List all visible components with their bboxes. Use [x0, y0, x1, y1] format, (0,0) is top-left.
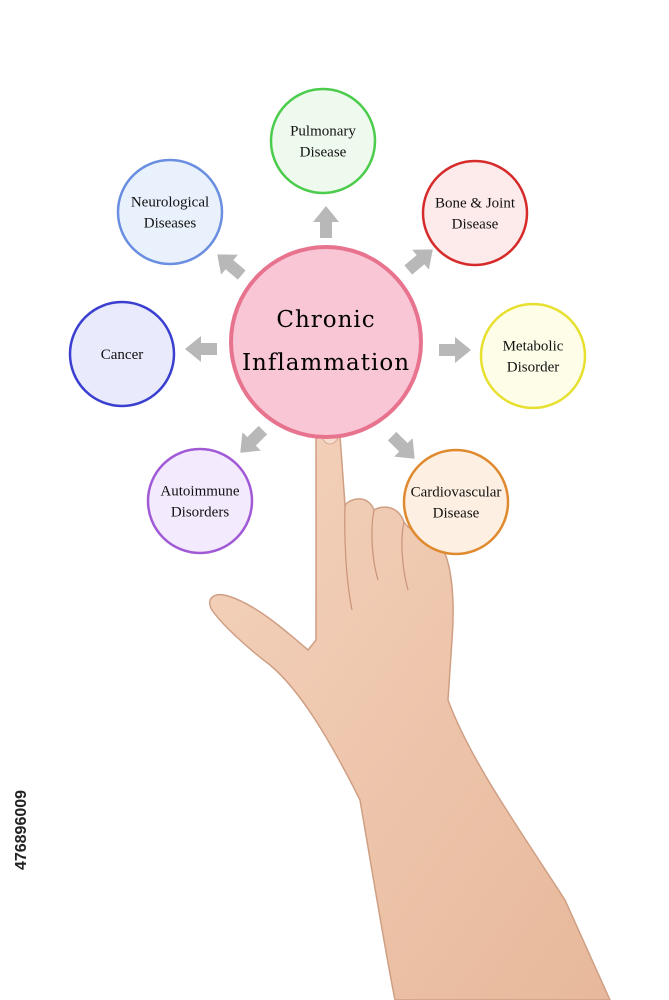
arrow-to-pulmonary: [313, 206, 339, 238]
node-neurological-label: Diseases: [144, 216, 197, 232]
node-autoimmune-label: Autoimmune: [160, 484, 240, 500]
node-autoimmune-label: Disorders: [171, 505, 229, 521]
node-neurological-circle: [118, 160, 222, 264]
node-pulmonary-label: Pulmonary: [290, 124, 356, 140]
central-node-line1: Chronic: [276, 307, 375, 333]
node-cancer: Cancer: [70, 302, 174, 406]
stock-id-text: 476896009: [13, 790, 31, 870]
node-metabolic-label: Metabolic: [503, 339, 564, 355]
node-neurological-label: Neurological: [131, 195, 209, 211]
node-cardiovascular-circle: [404, 450, 508, 554]
stock-id-watermark: 476896009: [10, 750, 34, 910]
node-pulmonary-label: Disease: [300, 145, 347, 161]
arrow-to-metabolic: [439, 337, 471, 363]
arrow-to-cardiovascular: [383, 427, 424, 468]
arrow-to-neurological: [209, 244, 250, 284]
node-cardiovascular-label: Cardiovascular: [411, 485, 502, 501]
node-metabolic-label: Disorder: [507, 360, 560, 376]
node-bone-joint-circle: [423, 161, 527, 265]
node-bone-joint-label: Bone & Joint: [435, 196, 516, 212]
node-cardiovascular-label: Disease: [433, 506, 480, 522]
node-cancer-label: Cancer: [101, 347, 143, 363]
central-node-line2: Inflammation: [242, 350, 410, 376]
arrow-to-autoimmune: [231, 421, 272, 462]
node-bone-joint-label: Disease: [452, 217, 499, 233]
node-pulmonary-circle: [271, 89, 375, 193]
node-metabolic-circle: [481, 304, 585, 408]
central-node: Chronic Inflammation: [231, 247, 421, 437]
node-autoimmune-circle: [148, 449, 252, 553]
arrow-to-cancer: [185, 336, 217, 362]
